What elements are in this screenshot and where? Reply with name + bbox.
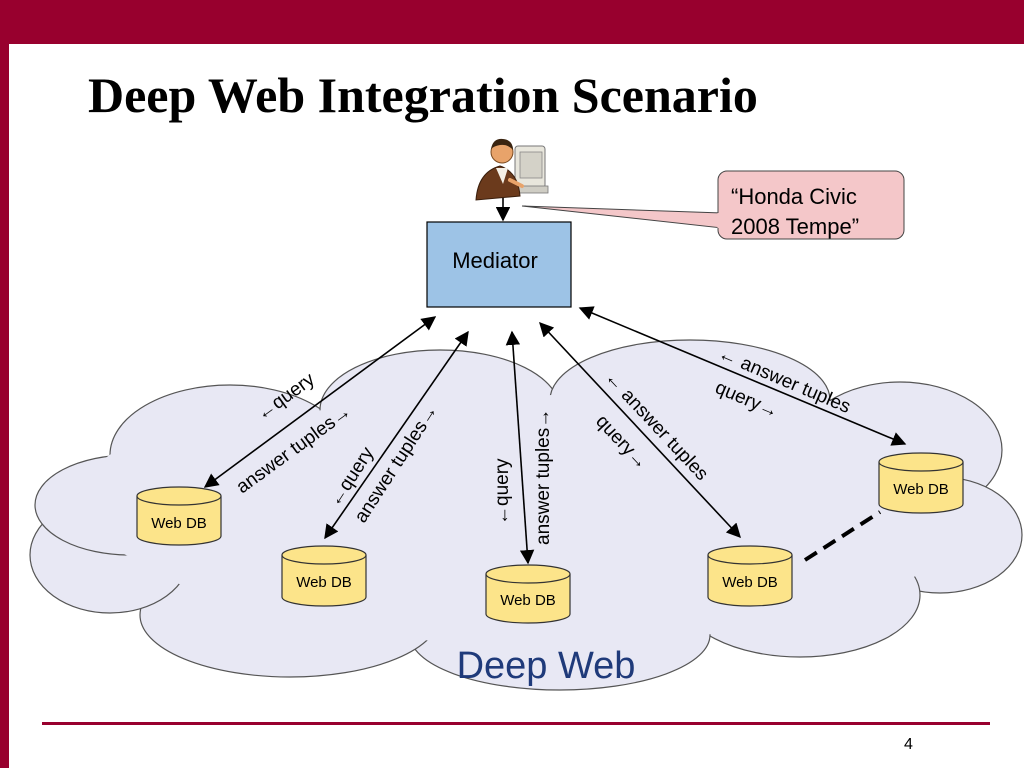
query-callout: “Honda Civic 2008 Tempe”	[521, 170, 905, 240]
top-accent-bar	[0, 0, 1024, 44]
web-db-3: Web DB	[485, 564, 571, 624]
slide-title: Deep Web Integration Scenario	[88, 67, 758, 123]
callout-line-1: “Honda Civic	[731, 184, 857, 209]
arrow-db5	[578, 306, 907, 446]
query-arrows	[203, 306, 907, 565]
page-number: 4	[904, 736, 913, 753]
arrow-db2	[324, 330, 469, 540]
query-label-3: ←query	[492, 458, 513, 525]
web-db-4: Web DB	[707, 545, 793, 607]
left-accent-bar	[0, 0, 9, 768]
arrow-db3	[505, 330, 535, 565]
web-db-1: Web DB	[136, 486, 222, 546]
bottom-rule	[42, 722, 990, 725]
mediator-box	[426, 221, 572, 308]
cloud-label: Deep Web	[457, 645, 636, 687]
dashed-connector	[803, 510, 882, 562]
person-at-computer-icon	[475, 138, 549, 201]
web-db-label: Web DB	[296, 574, 352, 591]
web-db-label: Web DB	[722, 574, 778, 591]
mediator-label: Mediator	[452, 248, 538, 273]
web-db-label: Web DB	[893, 481, 949, 498]
web-db-2: Web DB	[281, 545, 367, 607]
callout-line-2: 2008 Tempe”	[731, 214, 859, 239]
web-db-label: Web DB	[500, 592, 556, 609]
web-db-label: Web DB	[151, 515, 207, 532]
answer-label-3: answer tuples→	[533, 409, 554, 545]
web-db-5: Web DB	[878, 452, 964, 514]
